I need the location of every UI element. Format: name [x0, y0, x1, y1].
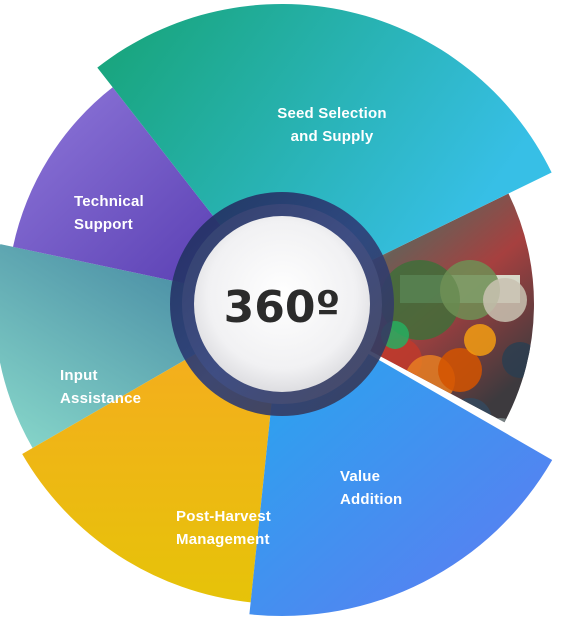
photo-blob	[438, 348, 482, 392]
photo-blob	[502, 342, 535, 378]
label-line: Technical	[74, 193, 144, 210]
segment-post-harvest	[22, 354, 272, 603]
segment-input-assistance	[0, 244, 196, 448]
label-line: Support	[74, 216, 133, 233]
photo-blob	[483, 278, 527, 322]
label-line: Management	[176, 531, 270, 548]
center-label: 360º	[224, 282, 341, 333]
label-line: Seed Selection	[277, 105, 387, 122]
segment-technical-support	[13, 87, 221, 284]
label-line: Input	[60, 367, 98, 384]
label-line: Value	[340, 468, 380, 485]
label-line: Assistance	[60, 390, 141, 407]
photo-blob	[464, 324, 496, 356]
segment-value-addition	[249, 354, 553, 616]
label-seed-selection: Seed Selection and Supply	[277, 105, 387, 145]
segment-seed-selection	[97, 3, 552, 261]
label-line: Post-Harvest	[176, 508, 271, 525]
label-line: and Supply	[291, 128, 374, 145]
label-line: Addition	[340, 491, 402, 508]
photo-blob	[380, 260, 460, 340]
hub-circle	[194, 216, 370, 392]
segments	[0, 3, 553, 616]
